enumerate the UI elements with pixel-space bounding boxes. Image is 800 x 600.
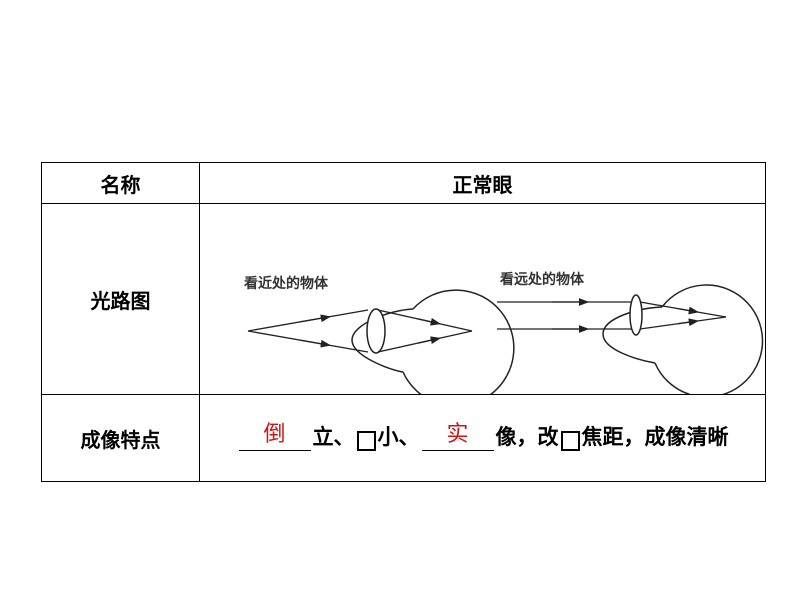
far-object-eye-diagram: 看远处的物体 — [497, 271, 764, 394]
near-eyeball-outline — [402, 289, 515, 394]
far-lens — [629, 294, 643, 336]
features-text-4: 焦距，成像清晰 — [581, 425, 729, 449]
box-placeholder-2 — [560, 431, 580, 451]
diagram-label-cell: 光路图 — [41, 203, 200, 395]
answer-1: 倒 — [263, 422, 286, 447]
eye-comparison-table: 名称 正常眼 光路图 看近处的物体 — [41, 162, 766, 482]
features-label-cell: 成像特点 — [41, 394, 200, 482]
answer-2: 实 — [446, 422, 469, 447]
header-normal-eye-cell: 正常眼 — [199, 162, 766, 204]
header-name-cell: 名称 — [41, 162, 200, 204]
features-sentence: 倒 立、 小、 实 像，改 焦距，成像清晰 — [200, 421, 765, 455]
far-eyeball-outline — [654, 284, 764, 394]
box-placeholder-1 — [356, 431, 376, 451]
features-row: 成像特点 倒 立、 小、 实 像，改 焦距，成像清晰 — [41, 394, 766, 482]
features-text-2: 小、 — [377, 425, 420, 449]
near-object-eye-diagram: 看近处的物体 — [243, 275, 515, 394]
near-arrow-refracted-upper — [417, 317, 442, 326]
header-row: 名称 正常眼 — [41, 162, 766, 204]
near-lens — [366, 308, 386, 354]
near-arrow-upper — [299, 314, 332, 323]
far-object-caption: 看远处的物体 — [499, 271, 585, 288]
near-object-caption: 看近处的物体 — [243, 275, 329, 292]
far-arrow-refracted-upper — [677, 306, 700, 315]
near-arrow-lower — [299, 339, 332, 348]
light-path-diagram: 看近处的物体 看远处的物体 — [243, 271, 764, 394]
answer-blank-1: 倒 — [238, 422, 311, 451]
near-arrow-refracted-lower — [417, 336, 442, 345]
answer-blank-2: 实 — [421, 422, 494, 451]
features-cell: 倒 立、 小、 实 像，改 焦距，成像清晰 — [199, 394, 766, 482]
far-arrow-refracted-lower — [677, 318, 700, 327]
features-text-3: 像，改 — [495, 425, 559, 449]
diagram-row: 光路图 看近处的物体 — [41, 203, 766, 395]
diagram-cell: 看近处的物体 看远处的物体 — [199, 203, 766, 395]
features-text-1: 立、 — [312, 425, 355, 449]
